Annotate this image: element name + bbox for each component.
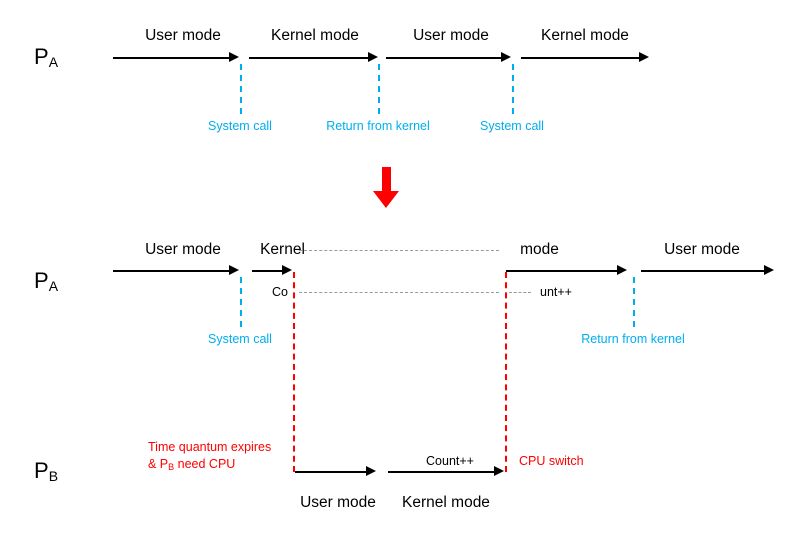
process-b-label: PB [34,458,59,484]
bottom-segment-label-2: Kernel mode [402,494,490,511]
top-event-label-3: System call [480,119,544,133]
process-a-label-top: PA [34,44,59,70]
cpu-switch-line-end [505,272,507,472]
mid-segment-label-3: mode [520,241,559,258]
process-a-label-middle: PA [34,268,59,294]
top-event-label-1: System call [208,119,272,133]
top-segment-label-3: User mode [413,27,489,44]
count-label-left: Co [272,285,288,299]
top-event-divider-3 [512,64,514,114]
mid-segment-label-4: User mode [664,241,740,258]
time-quantum-annotation: Time quantum expires & PB need CPU [148,439,271,473]
cpu-switch-line-start [293,272,295,472]
time-quantum-line2-post: need CPU [174,456,236,471]
process-b-subscript: B [48,468,59,484]
mid-segment-label-2: Kernel [260,241,305,258]
time-quantum-line2: & PB need CPU [148,456,271,473]
time-quantum-line2-sub: B [168,461,175,472]
top-event-divider-1 [240,64,242,114]
top-segment-label-1: User mode [145,27,221,44]
bottom-operation-label: Count++ [426,454,474,468]
mid-event-label-1: System call [208,332,272,346]
count-span-dash [299,292,499,293]
process-a-subscript-top: A [48,54,59,70]
process-a-subscript-mid: A [48,278,59,294]
count-span-dash-tail [509,292,531,293]
mid-event-label-2: Return from kernel [581,332,685,346]
count-label-right: unt++ [540,285,572,299]
bottom-segment-label-1: User mode [300,494,376,511]
time-quantum-line1: Time quantum expires [148,440,272,454]
time-quantum-line2-pre: & P [148,456,169,471]
mid-event-divider-1 [240,277,242,327]
mid-event-divider-2 [633,277,635,327]
top-event-divider-2 [378,64,380,114]
kernel-mode-span-dash [299,250,499,251]
top-segment-label-2: Kernel mode [271,27,359,44]
mid-segment-label-1: User mode [145,241,221,258]
process-a-letter-top: P [34,44,49,69]
process-a-letter-mid: P [34,268,49,293]
top-event-label-2: Return from kernel [326,119,430,133]
top-segment-label-4: Kernel mode [541,27,629,44]
process-b-letter: P [34,458,49,483]
cpu-switch-annotation: CPU switch [519,454,584,468]
